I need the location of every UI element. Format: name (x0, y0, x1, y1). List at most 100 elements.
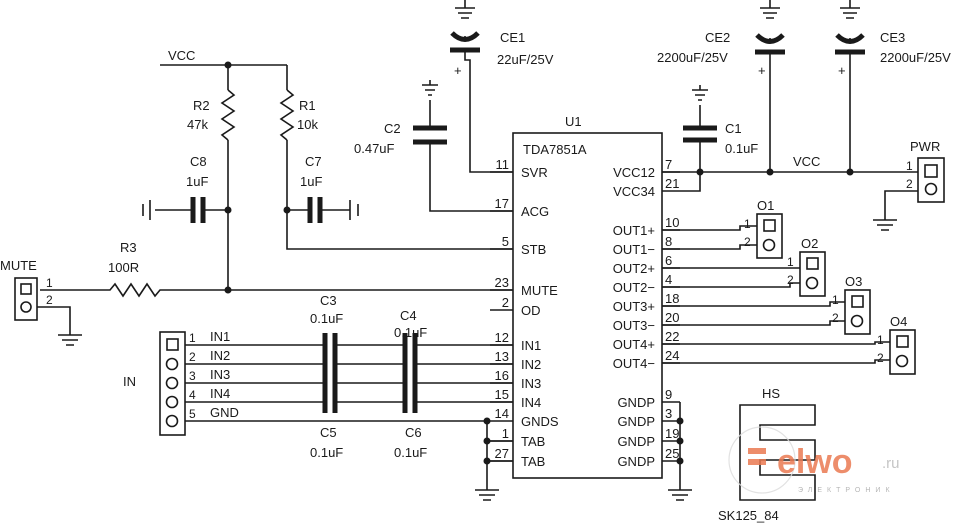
in-pin-4: 4 (189, 388, 196, 402)
capacitor-ce2: + CE2 2200uF/25V (657, 0, 785, 172)
ic-pin-name: IN4 (521, 395, 541, 410)
ic-pin-name: OD (521, 303, 541, 318)
c7-ref: C7 (305, 154, 322, 169)
heatsink-ref: HS (762, 386, 780, 401)
ce2-ref: CE2 (705, 30, 730, 45)
pwr-pin-1: 1 (906, 159, 913, 173)
o1-pin-1: 1 (744, 217, 751, 231)
mute-pin-2: 2 (46, 293, 53, 307)
pwr-connector-ref: PWR (910, 139, 940, 154)
c4-ref: C4 (400, 308, 417, 323)
ic-pin-number: 21 (665, 176, 679, 191)
o1-ref: O1 (757, 198, 774, 213)
heatsink-part: SK125_84 (718, 508, 779, 523)
in-signal-1: IN1 (210, 329, 230, 344)
ic-pin-number: 13 (495, 349, 509, 364)
r1-ref: R1 (299, 98, 316, 113)
watermark-tagline: ЭЛЕКТРОНИК (798, 487, 895, 494)
o4-pin-1: 1 (877, 333, 884, 347)
ic-pin-name: OUT2+ (613, 261, 655, 276)
in-connector-ref: IN (123, 374, 136, 389)
r3-value: 100R (108, 260, 139, 275)
connector-o4: O4 1 2 (662, 314, 916, 375)
ic-ref: U1 (565, 114, 582, 129)
ic-pin-number: 27 (495, 446, 509, 461)
c1-value: 0.1uF (725, 141, 758, 156)
in-pin-5: 5 (189, 407, 196, 421)
ic-pin-name: OUT1− (613, 242, 655, 257)
o4-pin-2: 2 (877, 351, 884, 365)
connector-pwr: PWR 1 2 (873, 139, 945, 231)
o4-ref: O4 (890, 314, 907, 329)
ic-pin-name: MUTE (521, 283, 558, 298)
ic-pin-name: GNDP (617, 395, 655, 410)
o2-pin-1: 1 (787, 255, 794, 269)
ic-pin-number: 23 (495, 275, 509, 290)
ic-pin-name: OUT2− (613, 280, 655, 295)
connector-o3: O3 1 2 (662, 274, 871, 335)
c8-value: 1uF (186, 174, 208, 189)
c5-value: 0.1uF (310, 445, 343, 460)
ic-pin-name: IN3 (521, 376, 541, 391)
c8-ref: C8 (190, 154, 207, 169)
ic-pin-number: 6 (665, 253, 672, 268)
ic-pin-number: 2 (502, 295, 509, 310)
in-signal-3: IN3 (210, 367, 230, 382)
heatsink-hs: HS SK125_84 (718, 386, 816, 523)
ic-pin-number: 1 (502, 426, 509, 441)
ground-gnds (475, 417, 513, 501)
c3-value: 0.1uF (310, 311, 343, 326)
ic-pin-number: 8 (665, 234, 672, 249)
ic-pin-name: GNDP (617, 434, 655, 449)
ic-pin-number: 18 (665, 291, 679, 306)
ic-pin-name: SVR (521, 165, 548, 180)
connector-o2: O2 1 2 (662, 236, 826, 297)
resistor-r3: R3 100R (40, 240, 513, 298)
ic-pin-name: OUT3− (613, 318, 655, 333)
watermark-brand: elwo (777, 443, 853, 481)
in-pin-2: 2 (189, 350, 196, 364)
ic-pin-name: GNDP (617, 414, 655, 429)
mute-connector-ref: MUTE (0, 258, 37, 273)
ic-pin-number: 24 (665, 348, 679, 363)
in-signal-2: IN2 (210, 348, 230, 363)
ic-pin-number: 19 (665, 426, 679, 441)
in-pin-1: 1 (189, 331, 196, 345)
c3-ref: C3 (320, 293, 337, 308)
vcc-net-left: VCC (160, 48, 513, 290)
ic-pin-name: GNDS (521, 414, 559, 429)
capacitor-c2: C2 0.47uF (354, 80, 513, 212)
ce3-plus: + (838, 63, 846, 78)
in-signal-4: IN4 (210, 386, 230, 401)
ic-pin-name: IN2 (521, 357, 541, 372)
vcc-label-right: VCC (793, 154, 820, 169)
ic-pin-number: 16 (495, 368, 509, 383)
ic-pin-number: 10 (665, 215, 679, 230)
c2-value: 0.47uF (354, 141, 395, 156)
ic-pin-number: 17 (495, 196, 509, 211)
ic-pin-number: 22 (665, 329, 679, 344)
ce2-value: 2200uF/25V (657, 50, 728, 65)
mute-pin-1: 1 (46, 276, 53, 290)
ic-pin-number: 11 (496, 157, 510, 172)
c2-ref: C2 (384, 121, 401, 136)
ic-pin-name: OUT4+ (613, 337, 655, 352)
o3-pin-1: 1 (832, 293, 839, 307)
c6-ref: C6 (405, 425, 422, 440)
o2-ref: O2 (801, 236, 818, 251)
connector-in: IN 1 2 3 4 5 IN1 IN2 IN3 IN4 GND (123, 329, 513, 436)
capacitor-c1: C1 0.1uF (683, 85, 758, 172)
ic-part: TDA7851A (523, 142, 587, 157)
o3-ref: O3 (845, 274, 862, 289)
pwr-pin-2: 2 (906, 177, 913, 191)
o1-pin-2: 2 (744, 235, 751, 249)
ic-pin-name: OUT3+ (613, 299, 655, 314)
ic-pin-name: IN1 (521, 338, 541, 353)
ce3-value: 2200uF/25V (880, 50, 951, 65)
ce1-plus: + (454, 63, 462, 78)
in-signal-5: GND (210, 405, 239, 420)
vcc-label: VCC (168, 48, 195, 63)
ic-pin-name: VCC12 (613, 165, 655, 180)
c7-value: 1uF (300, 174, 322, 189)
